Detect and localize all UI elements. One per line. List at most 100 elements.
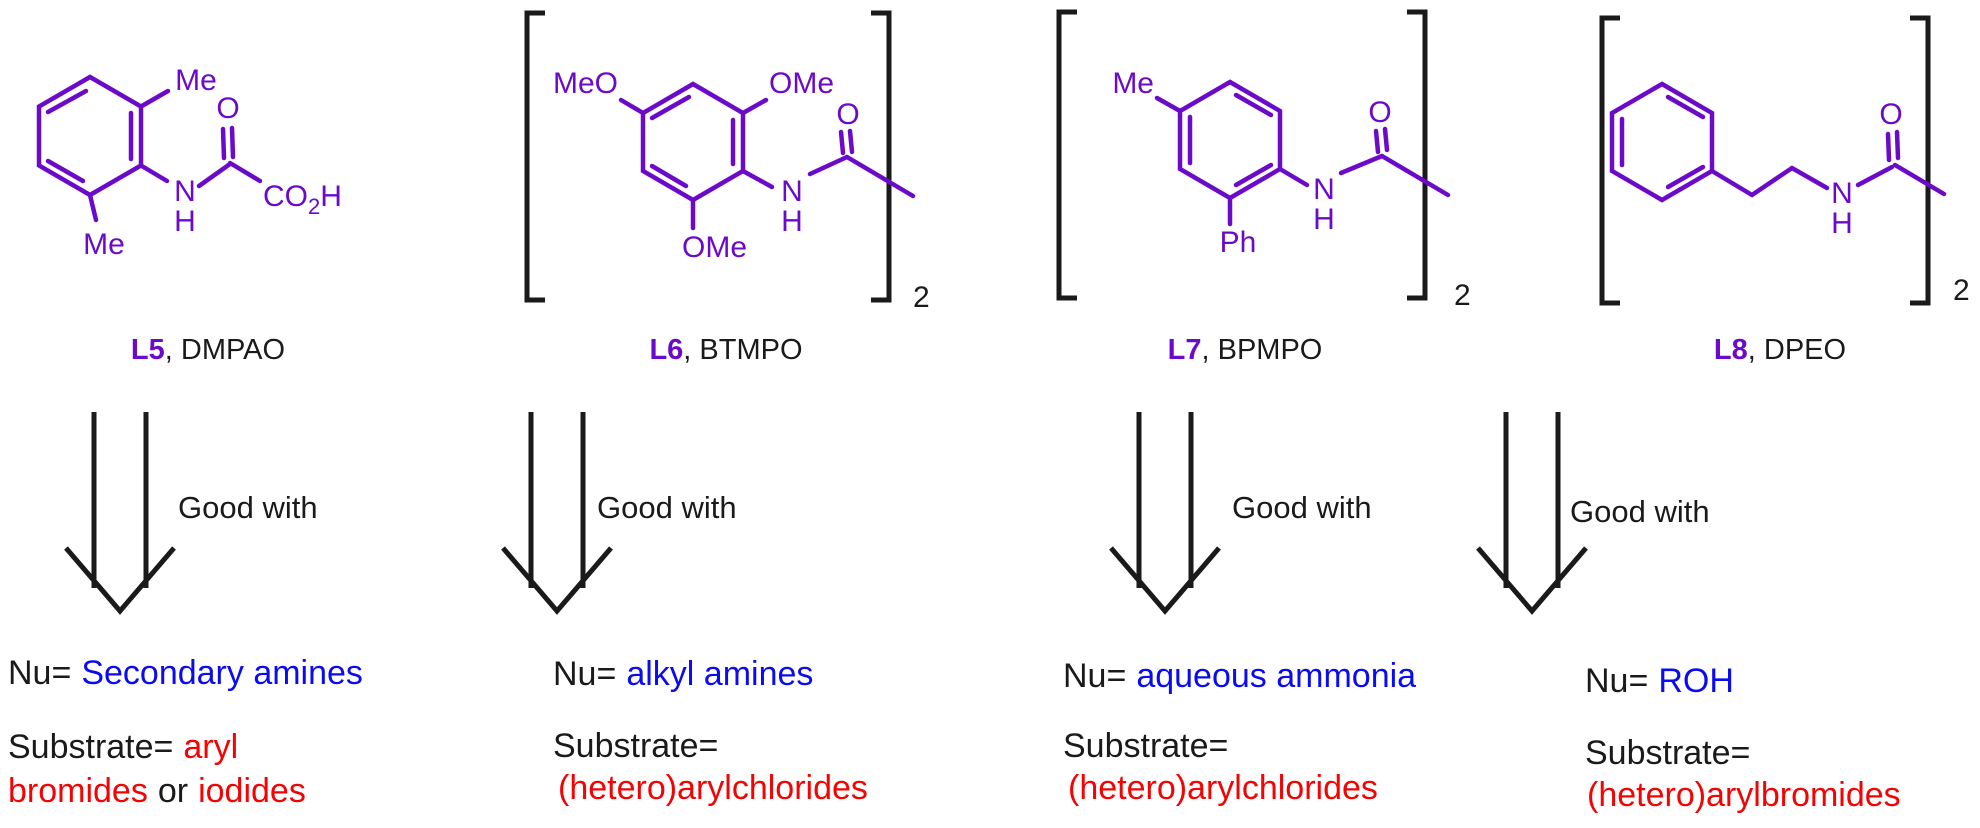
- substrate-label: Substrate=: [1585, 734, 1751, 772]
- substrate-line: Substrate=: [1063, 727, 1228, 766]
- left-bracket: [524, 10, 545, 303]
- carbonyl-double-bond: [229, 125, 236, 160]
- left-bracket: [1056, 9, 1077, 301]
- ligand-name: , DMPAO: [164, 334, 286, 366]
- bond-to-repeat-unit: [844, 154, 916, 199]
- benzene-ring: [36, 74, 144, 198]
- nu-line: Nu=alkyl amines: [553, 655, 813, 694]
- bond-to-methoxy-right: [740, 97, 769, 116]
- nu-line: Nu=Secondary amines: [8, 654, 363, 693]
- nu-line: Nu=ROH: [1585, 662, 1734, 701]
- right-bracket: [1407, 9, 1428, 301]
- structure-L8-drawing: 2 N H O: [1599, 15, 1970, 307]
- structure-L6-drawing: 2 MeO OMe OMe N H O: [524, 10, 930, 314]
- substrate-value: iodides: [198, 772, 306, 810]
- substrate-line: Substrate=: [1585, 734, 1750, 773]
- nitrogen-label: N: [1313, 173, 1335, 206]
- bond-to-repeat-unit: [1379, 153, 1451, 198]
- structure-L5-drawing: Me Me N H O CO2H: [36, 64, 342, 261]
- methyl-top-label: Me: [175, 64, 217, 97]
- nitrogen-label: N: [174, 175, 196, 208]
- ligand-label-L6: L6, BTMPO: [576, 334, 876, 367]
- aromatic-double-bond: [649, 163, 689, 189]
- ligand-id: L8: [1713, 334, 1748, 366]
- carbonyl-oxygen-label: O: [836, 98, 859, 131]
- nu-line: Nu=aqueous ammonia: [1063, 657, 1416, 696]
- carbonyl-double-bond: [220, 126, 227, 161]
- nh-hydrogen-label: H: [1313, 203, 1335, 236]
- substrate-label: Substrate=: [553, 727, 719, 765]
- repeat-subscript: 2: [1454, 279, 1471, 312]
- nitrogen-label: N: [1831, 177, 1853, 210]
- ligand-label-L5: L5, DMPAO: [58, 334, 358, 367]
- substrate-value: (hetero)arylchlorides: [1068, 769, 1378, 807]
- benzene-ring: [1177, 79, 1283, 201]
- carbonyl-double-bond: [1382, 126, 1390, 153]
- bond-n-carbonyl: [196, 161, 233, 189]
- carbonyl-oxygen-label: O: [1368, 96, 1391, 129]
- conjunction: or: [157, 772, 189, 810]
- substrate-label: Substrate=: [1063, 727, 1229, 765]
- nu-label: Nu=: [1063, 657, 1127, 695]
- aromatic-double-bond: [649, 94, 692, 121]
- aromatic-double-bond: [1233, 92, 1274, 118]
- methoxy-right-label: OMe: [769, 67, 834, 100]
- down-arrow-icon: [1476, 412, 1588, 615]
- nu-value: Secondary amines: [81, 654, 363, 692]
- down-arrow-icon: [501, 412, 613, 615]
- substrate-value: (hetero)arylchlorides: [558, 769, 868, 807]
- nu-label: Nu=: [553, 655, 617, 693]
- ligand-name: , DPEO: [1747, 334, 1847, 366]
- substrate-line-2: (hetero)arylbromides: [1587, 776, 1901, 815]
- substrate-line-2: (hetero)arylchlorides: [558, 769, 868, 808]
- bond-to-methoxy-left: [618, 97, 646, 116]
- carbonyl-double-bond: [1885, 131, 1892, 163]
- left-bracket: [1599, 15, 1620, 306]
- nh-hydrogen-label: H: [781, 205, 803, 238]
- substrate-value: bromides: [8, 772, 148, 810]
- repeat-subscript: 2: [1953, 274, 1970, 307]
- bond-to-acid: [227, 160, 263, 184]
- down-arrow-icon: [64, 412, 176, 615]
- nu-value: alkyl amines: [626, 655, 814, 693]
- carbonyl-double-bond: [1373, 128, 1381, 155]
- carbonyl-oxygen-label: O: [216, 92, 239, 125]
- nitrogen-label: N: [781, 175, 803, 208]
- bond-n-carbonyl: [1855, 164, 1895, 188]
- substrate-line: Substrate=aryl: [8, 728, 238, 767]
- substrate-line-2: (hetero)arylchlorides: [1068, 769, 1378, 808]
- good-with-label: Good with: [178, 490, 318, 525]
- aromatic-double-bond: [45, 158, 86, 184]
- nu-value: ROH: [1658, 662, 1734, 700]
- good-with-label: Good with: [1570, 494, 1710, 529]
- aromatic-double-bond: [1233, 162, 1274, 188]
- bond-n-carbonyl: [1338, 153, 1385, 176]
- methoxy-left-label: MeO: [553, 67, 618, 100]
- ligand-id: L6: [649, 334, 684, 366]
- carbonyl-double-bond: [838, 129, 846, 156]
- aromatic-double-bond: [1665, 164, 1706, 190]
- bond-to-methyl-bottom: [87, 192, 99, 223]
- ligand-label-L8: L8, DPEO: [1630, 334, 1930, 367]
- ligand-name: , BTMPO: [683, 334, 803, 366]
- nh-hydrogen-label: H: [1831, 207, 1853, 240]
- ligand-id: L5: [130, 334, 165, 366]
- right-bracket: [1910, 15, 1931, 306]
- bond-to-nitrogen: [1277, 166, 1310, 188]
- carbonyl-double-bond: [847, 128, 855, 155]
- nh-hydrogen-label: H: [174, 205, 196, 238]
- bond-to-nitrogen: [740, 168, 775, 190]
- nu-label: Nu=: [1585, 662, 1649, 700]
- good-with-label: Good with: [1232, 490, 1372, 525]
- repeat-subscript: 2: [913, 281, 930, 314]
- carboxylic-acid-label: CO2H: [263, 180, 342, 219]
- right-bracket: [871, 10, 892, 303]
- aromatic-double-bond: [45, 88, 89, 115]
- bond-to-methyl-top: [138, 88, 171, 109]
- methyl-bottom-label: Me: [83, 228, 125, 261]
- methoxy-bottom-label: OMe: [682, 231, 747, 264]
- nu-value: aqueous ammonia: [1136, 657, 1417, 695]
- carbonyl-oxygen-label: O: [1879, 98, 1902, 131]
